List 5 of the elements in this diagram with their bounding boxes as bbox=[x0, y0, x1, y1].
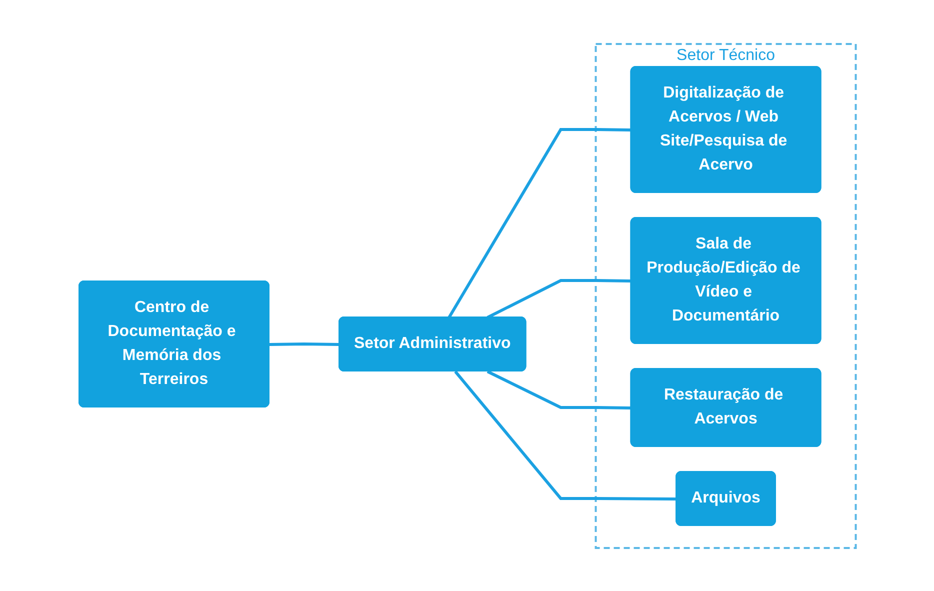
connector bbox=[447, 128, 631, 318]
connector bbox=[454, 370, 676, 500]
connector bbox=[269, 342, 340, 346]
connector bbox=[486, 370, 631, 409]
connector bbox=[486, 278, 631, 318]
